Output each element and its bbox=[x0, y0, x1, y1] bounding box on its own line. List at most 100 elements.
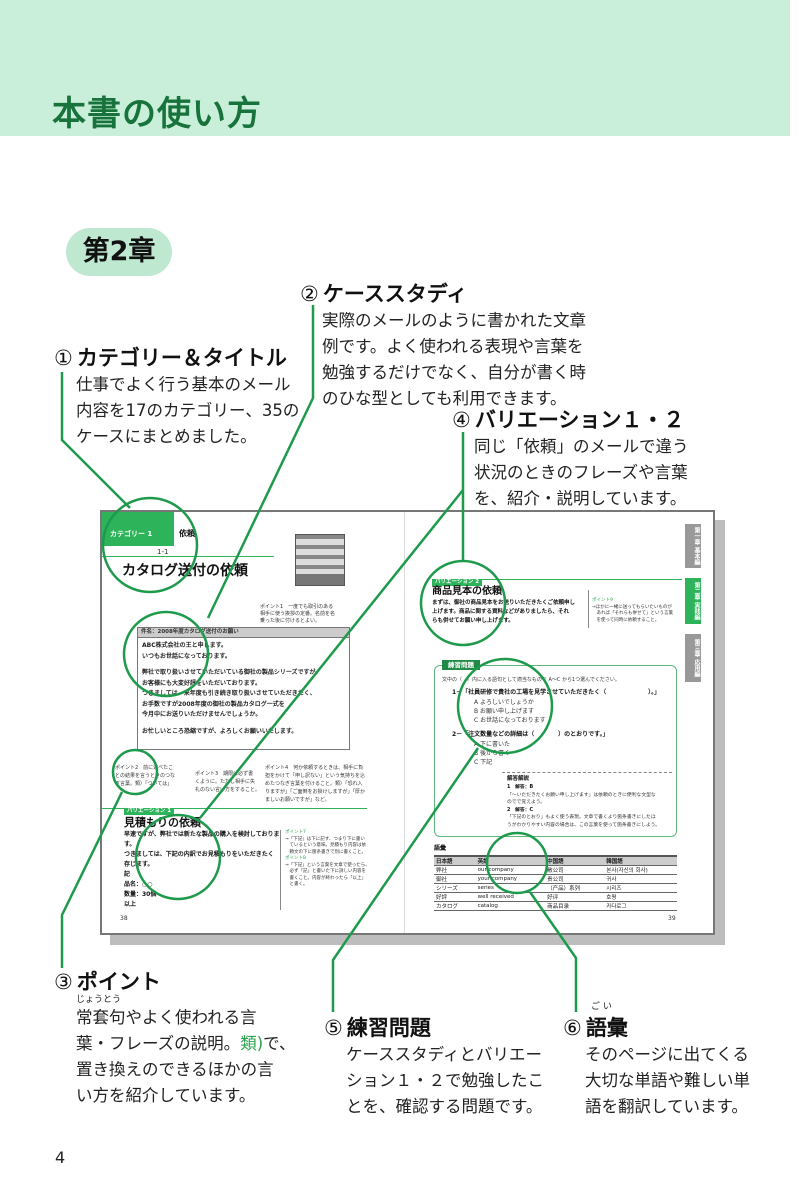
callout-heading: バリエーション１・２ bbox=[474, 408, 685, 432]
callout-heading: 練習問題 bbox=[346, 1016, 431, 1040]
callout-text: とを、確認する問題です。 bbox=[346, 1097, 543, 1116]
variation-title: 見積もりの依頼 bbox=[124, 816, 201, 829]
callout-text: 内容を17のカテゴリー、35の bbox=[76, 401, 300, 420]
point-note: ポイント4 何か依頼するときは、相手に負担をかけて「申し訳ない」という気持ちを込… bbox=[265, 765, 366, 803]
sample-spread: カテゴリー 1 依頼 1-1 カタログ送付の依頼 ポイント1 一度でも取引のある… bbox=[100, 510, 715, 935]
callout-text: ケーススタディとバリエー bbox=[346, 1045, 543, 1064]
callout-text: 仕事でよく行う基本のメール bbox=[76, 375, 291, 394]
point-note: ポイント1 一度でも取引のある相手に使う挨拶の定番。名前を名乗った後に付けるとよ… bbox=[260, 604, 336, 624]
callout-text-part: 葉・フレーズの説明。 bbox=[76, 1034, 241, 1053]
case-title: カタログ送付の依頼 bbox=[122, 563, 248, 579]
callout-number: ③ bbox=[54, 970, 73, 994]
callout-text: 大切な単語や難しい単 bbox=[585, 1071, 750, 1090]
question: 1－「社員研修で貴社の工場を見学させていただきたく（ ）。」 bbox=[452, 689, 661, 696]
variation-label: バリエーション 1 bbox=[124, 808, 175, 815]
callout-text: 語を翻訳しています。 bbox=[585, 1097, 748, 1116]
callout-text: 葉・フレーズの説明。類)で、 bbox=[76, 1031, 295, 1057]
point-notes: ポイント9→ほかに一緒に送ってもらいたいものが あれば「それらも併せて」という言… bbox=[592, 598, 673, 623]
variation-title: 商品見本の依頼 bbox=[432, 586, 502, 597]
options: A よろしいでしょうか B お願い申し上げます C お世話になっております bbox=[474, 698, 546, 725]
chapter-tab: 第三章 応用編 bbox=[685, 634, 701, 682]
option[interactable]: C お世話になっております bbox=[474, 717, 546, 724]
furigana: じょうとう bbox=[76, 995, 122, 1005]
exercise-label: 練習問題 bbox=[442, 660, 480, 670]
callout-number: ② bbox=[300, 282, 319, 306]
furigana: ご い bbox=[591, 1002, 612, 1012]
callout-heading: ポイント bbox=[76, 970, 161, 994]
divider bbox=[102, 556, 274, 557]
option[interactable]: A 下に書いた bbox=[474, 741, 511, 748]
callout-text: い方を紹介しています。 bbox=[76, 1086, 256, 1105]
point-notes: ポイント7→「下記」は下に記す、つまり下に書い ているという意味。見積もり内容は… bbox=[285, 830, 370, 887]
chapter-tab: 第一章 基本編 bbox=[685, 524, 701, 568]
page-number-right: 39 bbox=[668, 915, 676, 922]
callout-heading: 語彙 bbox=[585, 1016, 628, 1040]
point-note: ポイント3 期限は必ず書くように。ただし相手に失礼のない言い方をすること。 bbox=[195, 771, 261, 793]
header-band bbox=[0, 0, 790, 136]
callout-number: ① bbox=[54, 346, 73, 370]
variation-label: バリエーション 2 bbox=[432, 579, 483, 586]
page-number: 4 bbox=[55, 1148, 66, 1167]
option[interactable]: C 下記 bbox=[474, 759, 493, 766]
callout-text: 勉強するだけでなく、自分が書く時 bbox=[322, 363, 586, 382]
variation-body: 早速ですが、弊社では新たな製品の購入を検討しております。つきましては、下記の内訳… bbox=[124, 831, 280, 908]
callout-number: ④ bbox=[452, 408, 471, 432]
option[interactable]: B お願い申し上げます bbox=[474, 708, 535, 715]
email-box: 件名：2008年度カタログ送付のお願い ABC株式会社の王と申します。いつもお世… bbox=[137, 627, 350, 750]
similar-marker: 類) bbox=[240, 1034, 264, 1053]
options: A 下に書いた B 後から書く C 下記 bbox=[474, 740, 510, 767]
page-title: 本書の使い方 bbox=[52, 94, 262, 134]
gutter bbox=[404, 512, 405, 933]
callout-text: そのページに出てくる bbox=[585, 1045, 749, 1064]
divider bbox=[432, 579, 682, 580]
variation-body: まずは、御社の商品見本をお送りいただきたくご依頼申し上げます。商品に関する資料な… bbox=[432, 600, 576, 624]
category-label: カテゴリー 1 bbox=[110, 530, 153, 538]
point-note: ポイント2 前に述べたことの結果を言うときのつなぎ言葉。類）「ついては」 bbox=[115, 765, 175, 787]
category-name: 依頼 bbox=[179, 529, 195, 538]
email-body: ABC株式会社の王と申します。いつもお世話になっております。弊社で取り扱いさせて… bbox=[142, 642, 322, 735]
option[interactable]: A よろしいでしょうか bbox=[474, 699, 534, 706]
question: 2－「注文数量などの詳細は（ ）のとおりです。」 bbox=[452, 731, 609, 738]
callout-number: ⑤ bbox=[324, 1016, 343, 1040]
callout-text-part: で、 bbox=[263, 1034, 296, 1053]
answer-label: 解答解説 bbox=[507, 776, 530, 782]
callout-text: を、紹介・説明しています。 bbox=[474, 489, 687, 508]
callout-text: のひな型としても利用できます。 bbox=[322, 389, 567, 408]
callout-text: 常套句やよく使われる言 bbox=[76, 1008, 257, 1027]
divider bbox=[280, 830, 281, 910]
callout-text: 実際のメールのように書かれた文章 bbox=[322, 311, 586, 330]
divider bbox=[588, 590, 589, 628]
email-subject: 件名：2008年度カタログ送付のお願い bbox=[138, 628, 349, 638]
answers: 1 解答：B「～いただきたくお願い申し上げます」は依頼のときに便利な文型なのでで… bbox=[507, 785, 660, 828]
option[interactable]: B 後から書く bbox=[474, 750, 511, 757]
page-number-left: 38 bbox=[120, 915, 128, 922]
callout-number: ⑥ bbox=[563, 1016, 582, 1040]
divider bbox=[502, 772, 672, 773]
vocab-label: 語彙 bbox=[434, 845, 447, 852]
callout-text: ケースにまとめました。 bbox=[76, 427, 257, 446]
category-box bbox=[102, 512, 174, 546]
chapter-badge: 第2章 bbox=[66, 228, 172, 276]
chapter-tab-active: 第二章 実践編 bbox=[685, 578, 701, 624]
callout-text: 例です。よく使われる表現や言葉を bbox=[322, 337, 584, 356]
callout-heading: カテゴリー＆タイトル bbox=[76, 346, 287, 370]
building-icon bbox=[295, 534, 345, 586]
callout-heading: ケーススタディ bbox=[322, 282, 468, 306]
callout-text: 同じ「依頼」のメールで違う bbox=[474, 437, 689, 456]
exercise-instruction: 文中の（ ）内に入る語句として適当なものを A～C から1つ選んでください。 bbox=[442, 677, 620, 683]
callout-text: ション１・２で勉強したこ bbox=[346, 1071, 544, 1090]
callout-text: 状況のときのフレーズや言葉 bbox=[474, 463, 688, 482]
callout-text: 置き換えのできるほかの言 bbox=[76, 1060, 274, 1079]
